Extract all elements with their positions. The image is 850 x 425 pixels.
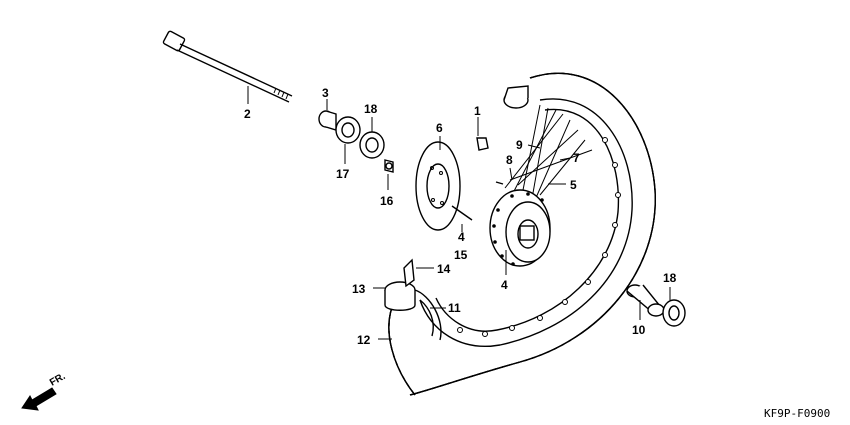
front-direction-label: FR.: [48, 371, 68, 389]
front-tire: [388, 72, 656, 396]
callout-13: 13: [352, 282, 366, 296]
wheel-hub: [489, 189, 551, 275]
tire-valve-cap: [503, 85, 529, 109]
callout-18b: 18: [663, 271, 677, 285]
callout-15: 15: [454, 248, 468, 262]
callout-labels: 2 3 18 17 16 6 1 9 8 7 5 4 15 4 14 13 11…: [244, 86, 677, 347]
diagram-code: KF9P-F0900: [764, 407, 830, 420]
callout-17: 17: [336, 167, 350, 181]
callout-3: 3: [322, 86, 329, 100]
callout-4a: 4: [458, 230, 465, 244]
tire-valve: [384, 258, 416, 311]
dust-seal-nut: [384, 159, 394, 190]
callout-11: 11: [448, 301, 461, 315]
callout-16: 16: [380, 194, 394, 208]
callout-4b: 4: [501, 278, 508, 292]
wheel-rim: [419, 98, 633, 347]
spoke-nipple: [476, 117, 489, 151]
axle-bolt: [162, 30, 293, 104]
callout-7: 7: [573, 151, 580, 165]
valve-stud: [451, 205, 473, 232]
callout-1: 1: [474, 104, 481, 118]
right-distance-collar: [626, 284, 665, 320]
callout-10: 10: [632, 323, 646, 337]
callout-18a: 18: [364, 102, 378, 116]
distance-collar: [318, 99, 337, 131]
front-direction-arrow: FR.: [21, 371, 68, 411]
callout-9: 9: [516, 138, 523, 152]
bearing-left-inner: [359, 117, 385, 159]
spoke-nipple-inner: [495, 181, 504, 185]
leader-lines: [373, 144, 571, 340]
callout-12: 12: [357, 333, 371, 347]
right-bearing: [662, 287, 686, 327]
bearing-left-outer: [335, 116, 361, 164]
callout-5: 5: [570, 178, 577, 192]
callout-2: 2: [244, 107, 251, 121]
callout-8: 8: [506, 153, 513, 167]
callout-6: 6: [436, 121, 443, 135]
callout-14: 14: [437, 262, 451, 276]
inner-tube: [414, 289, 442, 341]
brake-disc-plate: [415, 136, 461, 231]
